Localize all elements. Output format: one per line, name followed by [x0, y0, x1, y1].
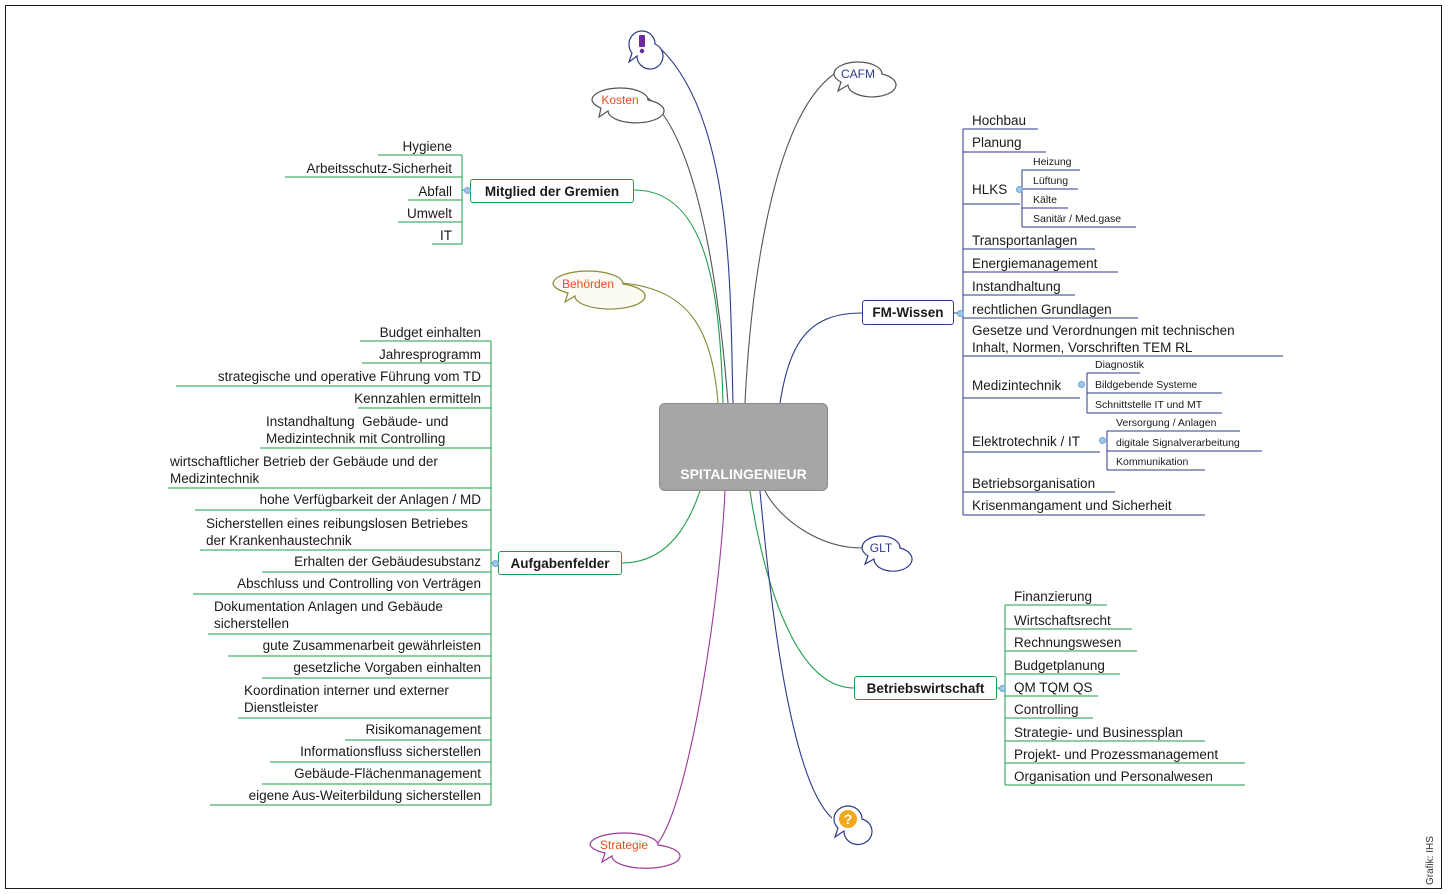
- gremien-item: IT: [440, 228, 452, 243]
- connector-strategie: [657, 490, 726, 844]
- bubble-kosten-shape: [591, 87, 665, 124]
- bubble-cafm-shape: [833, 61, 897, 98]
- elektro-sub-item: Kommunikation: [1116, 456, 1189, 468]
- connector-kosten: [647, 97, 729, 404]
- fm-item: rechtlichen Grundlagen: [972, 302, 1112, 317]
- connector-behoerden: [622, 282, 719, 404]
- bw-item: Finanzierung: [1014, 589, 1093, 604]
- aufgaben-item: wirtschaftlicher Betrieb der Gebäude und…: [170, 454, 438, 486]
- center-node: SPITALINGENIEUR: [659, 403, 828, 491]
- frame-border: [5, 5, 1442, 889]
- connector-fm: [779, 312, 863, 404]
- connector-question: [759, 490, 833, 819]
- aufgaben-item: Gebäude-Flächenmanagement: [294, 766, 481, 781]
- bw-item: Organisation und Personalwesen: [1014, 769, 1213, 784]
- connector-cafm: [744, 73, 835, 404]
- hlks-sub-item: Sanitär / Med.gase: [1033, 213, 1122, 225]
- connector-aufgaben: [621, 490, 701, 564]
- aufgaben-item: Sicherstellen eines reibungslosen Betrie…: [206, 516, 468, 548]
- node-fm-wissen-knob: [957, 310, 964, 317]
- connector-glt: [764, 490, 863, 549]
- fm-item: Betriebsorganisation: [972, 476, 1096, 491]
- connector-bw: [749, 490, 855, 689]
- graphic-credit: Grafik: IHS: [1425, 836, 1436, 885]
- fm-item: Planung: [972, 135, 1022, 150]
- connector-alert: [659, 47, 734, 404]
- bw-item: Strategie- und Businessplan: [1014, 725, 1183, 740]
- bubble-behoerden-shape: [552, 270, 646, 310]
- question-icon: [839, 810, 857, 828]
- hlks-sub-item: Heizung: [1033, 156, 1072, 168]
- elektro-knob: [1099, 437, 1106, 444]
- node-betriebswirtschaft-knob: [999, 685, 1006, 692]
- svg-text:?: ?: [844, 811, 853, 827]
- elektro-sub-item: Versorgung / Anlagen: [1116, 417, 1217, 429]
- aufgaben-item: Abschluss und Controlling von Verträgen: [237, 576, 481, 591]
- fm-item: Elektrotechnik / IT: [972, 434, 1081, 449]
- gremien-item: Abfall: [418, 184, 452, 199]
- fm-item: Gesetze und Verordnungen mit technischen…: [972, 323, 1235, 355]
- gremien-item: Arbeitsschutz-Sicherheit: [306, 161, 452, 176]
- fm-item: Energiemanagement: [972, 256, 1098, 271]
- node-fm-wissen: FM-Wissen: [862, 300, 954, 325]
- aufgaben-item: Dokumentation Anlagen und Gebäude sicher…: [214, 599, 443, 631]
- bw-item: Wirtschaftsrecht: [1014, 613, 1111, 628]
- bubble-glt: GLT: [869, 541, 893, 555]
- gremien-item: Umwelt: [406, 206, 452, 221]
- fm-item: Medizintechnik: [972, 378, 1062, 393]
- bw-item: Controlling: [1014, 702, 1079, 717]
- aufgaben-item: Instandhaltung Gebäude- und Medizintechn…: [266, 414, 449, 446]
- aufgaben-item: Kennzahlen ermitteln: [354, 391, 481, 406]
- hlks-knob: [1016, 186, 1023, 193]
- bubble-cafm: CAFM: [841, 67, 875, 81]
- medizin-sub-item: Diagnostik: [1095, 359, 1145, 371]
- bubble-kosten: Kosten: [601, 93, 639, 107]
- fm-item: Transportanlagen: [972, 233, 1078, 248]
- medizin-sub-item: Bildgebende Systeme: [1095, 379, 1198, 391]
- bw-item: QM TQM QS: [1014, 680, 1093, 695]
- aufgaben-item: Risikomanagement: [365, 722, 481, 737]
- aufgaben-item: Budget einhalten: [379, 325, 481, 340]
- medizin-sub-item: Schnittstelle IT und MT: [1095, 399, 1203, 411]
- exclamation-icon: [639, 35, 645, 47]
- node-aufgabenfelder: Aufgabenfelder: [498, 551, 622, 575]
- bw-item: Rechnungswesen: [1014, 635, 1122, 650]
- bubble-strategie: Strategie: [599, 838, 649, 852]
- gremien-item: Hygiene: [402, 139, 452, 154]
- aufgaben-item: gute Zusammenarbeit gewährleisten: [262, 638, 481, 653]
- fm-item: Krisenmangament und Sicherheit: [972, 498, 1172, 513]
- hlks-sub-item: Kälte: [1033, 194, 1057, 206]
- fm-item: HLKS: [972, 182, 1008, 197]
- bw-item: Projekt- und Prozessmanagement: [1014, 747, 1219, 762]
- aufgaben-item: strategische und operative Führung vom T…: [217, 369, 481, 384]
- fm-item: Instandhaltung: [972, 279, 1061, 294]
- elektro-sub-item: digitale Signalverarbeitung: [1116, 437, 1240, 449]
- bubble-glt-shape: [861, 535, 913, 572]
- medizin-knob: [1078, 381, 1085, 388]
- aufgaben-item: Informationsfluss sicherstellen: [300, 744, 481, 759]
- aufgaben-item: eigene Aus-Weiterbildung sicherstellen: [248, 788, 481, 803]
- node-aufgabenfelder-knob: [492, 560, 499, 567]
- aufgaben-item: hohe Verfügbarkeit der Anlagen / MD: [259, 492, 481, 507]
- bubble-alert-shape: [627, 30, 664, 70]
- fm-item: Hochbau: [972, 113, 1027, 128]
- center-title: SPITALINGENIEUR: [680, 466, 807, 482]
- aufgaben-item: Jahresprogramm: [378, 347, 481, 362]
- bubble-behoerden: Behörden: [561, 277, 615, 291]
- bw-item: Budgetplanung: [1014, 658, 1105, 673]
- node-gremien-knob: [464, 187, 471, 194]
- aufgaben-item: Erhalten der Gebäudesubstanz: [294, 554, 481, 569]
- node-betriebswirtschaft: Betriebswirtschaft: [854, 676, 997, 700]
- bubble-strategie-shape: [589, 832, 681, 869]
- aufgaben-item: Koordination interner und externer Diens…: [244, 683, 449, 715]
- hlks-sub-item: Lüftung: [1033, 175, 1069, 187]
- connector-gremien: [633, 189, 724, 404]
- node-gremien: Mitglied der Gremien: [470, 179, 634, 203]
- aufgaben-item: gesetzliche Vorgaben einhalten: [293, 660, 481, 675]
